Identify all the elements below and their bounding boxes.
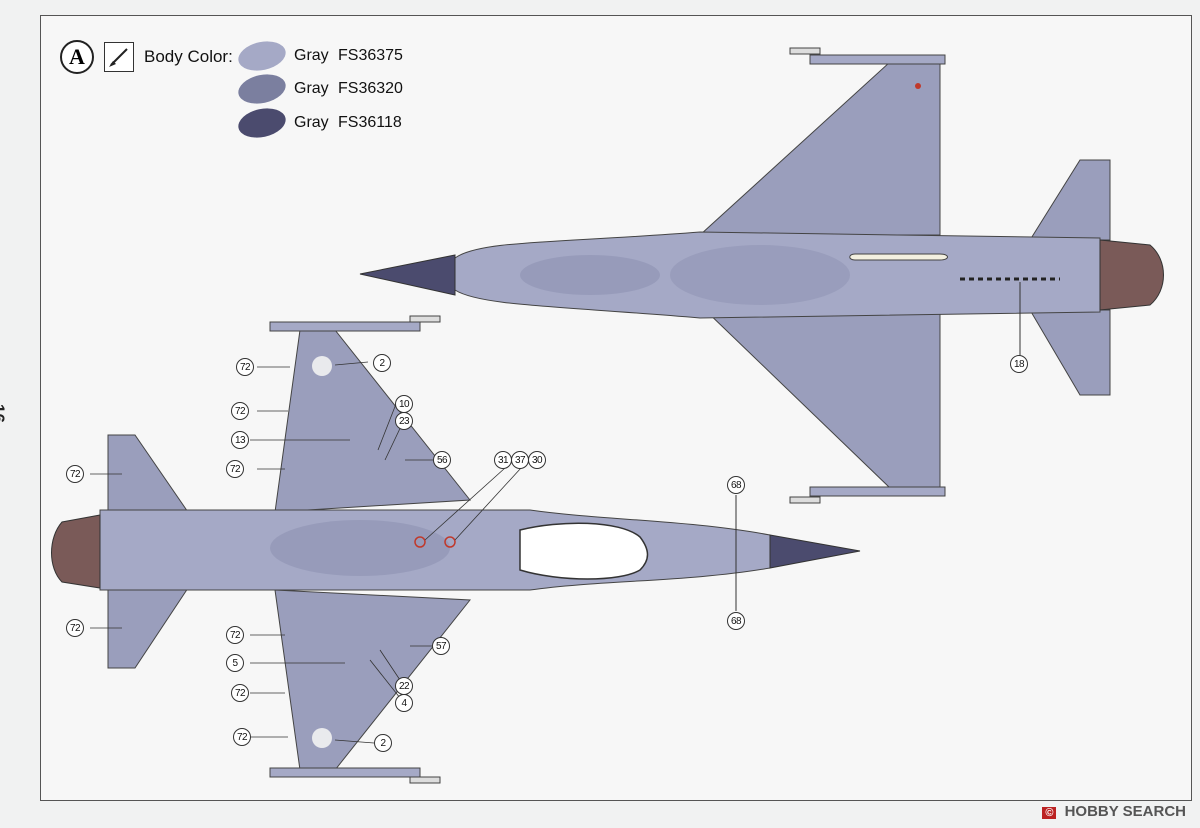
leader-lines	[90, 361, 522, 744]
color-code-3: FS36118	[338, 114, 402, 131]
watermark-logo: ©	[1042, 807, 1057, 819]
color-name-3: Gray	[294, 114, 329, 131]
color-code-1: FS36375	[338, 47, 403, 64]
watermark: © HOBBY SEARCH	[1042, 803, 1186, 820]
callout-part-72: 72	[233, 728, 251, 746]
color-name-2: Gray	[294, 80, 329, 97]
lower-aircraft-drawing	[51, 315, 861, 784]
callout-part-2: 2	[373, 354, 391, 372]
callout-part-18: 18	[1010, 355, 1028, 373]
callout-part-10: 10	[395, 395, 413, 413]
watermark-text: HOBBY SEARCH	[1064, 803, 1186, 820]
scheme-badge: A	[60, 40, 94, 74]
callout-part-37: 37	[511, 451, 529, 469]
callout-part-72: 72	[226, 626, 244, 644]
callout-part-72: 72	[66, 465, 84, 483]
callout-part-72: 72	[66, 619, 84, 637]
callout-part-31: 31	[494, 451, 512, 469]
color-code-2: FS36320	[338, 80, 403, 97]
callout-part-68: 68	[727, 476, 745, 494]
body-color-label: Body Color:	[144, 47, 233, 66]
callout-part-72: 72	[231, 684, 249, 702]
callout-part-5: 5	[226, 654, 244, 672]
paintbrush-icon	[104, 42, 134, 72]
callout-part-72: 72	[226, 460, 244, 478]
callout-part-56: 56	[433, 451, 451, 469]
callout-part-30: 30	[528, 451, 546, 469]
callout-part-22: 22	[395, 677, 413, 695]
color-name-1: Gray	[294, 47, 329, 64]
callout-part-72: 72	[231, 402, 249, 420]
upper-aircraft-drawing	[359, 47, 1164, 504]
callout-part-57: 57	[432, 637, 450, 655]
callout-part-4: 4	[395, 694, 413, 712]
callout-part-2: 2	[374, 734, 392, 752]
callout-part-68: 68	[727, 612, 745, 630]
callout-part-72: 72	[236, 358, 254, 376]
callout-part-23: 23	[395, 412, 413, 430]
callout-part-13: 13	[231, 431, 249, 449]
